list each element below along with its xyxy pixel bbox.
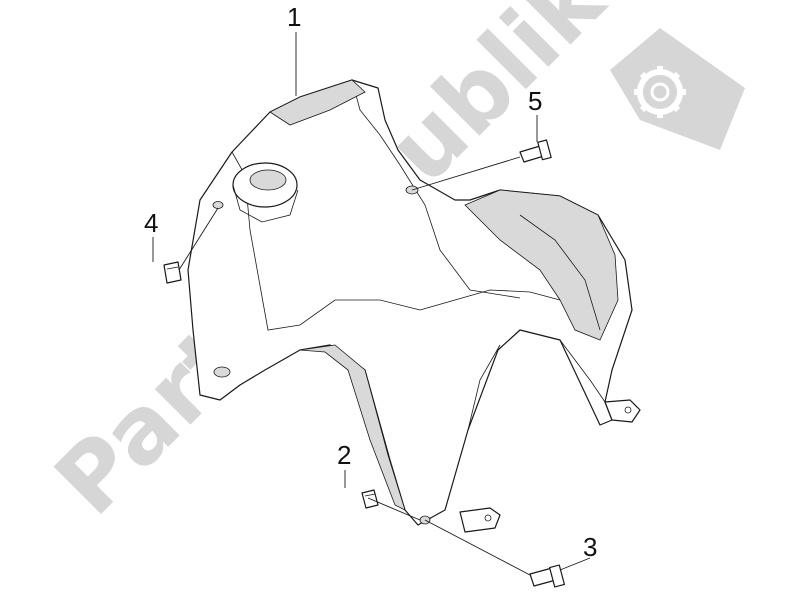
leader-5b	[411, 156, 521, 191]
screw-part-5[interactable]	[519, 139, 552, 163]
leader-4b	[178, 207, 219, 271]
screw-part-3[interactable]	[529, 564, 566, 588]
gear-icon	[634, 66, 686, 118]
callout-2[interactable]: 2	[337, 440, 351, 470]
callout-5[interactable]: 5	[528, 86, 542, 116]
leader-2b	[367, 497, 421, 521]
callout-1[interactable]: 1	[287, 2, 301, 32]
watermark-logo	[610, 28, 745, 150]
leader-3	[424, 519, 531, 576]
callout-3[interactable]: 3	[583, 532, 597, 562]
leader-3b	[559, 557, 591, 571]
callout-4[interactable]: 4	[144, 208, 158, 238]
callouts: 1 2 3 4 5	[144, 2, 597, 562]
leg-shield-part[interactable]	[187, 79, 641, 533]
leader-lines	[152, 32, 591, 576]
clip-nut-part-4[interactable]	[163, 261, 182, 284]
